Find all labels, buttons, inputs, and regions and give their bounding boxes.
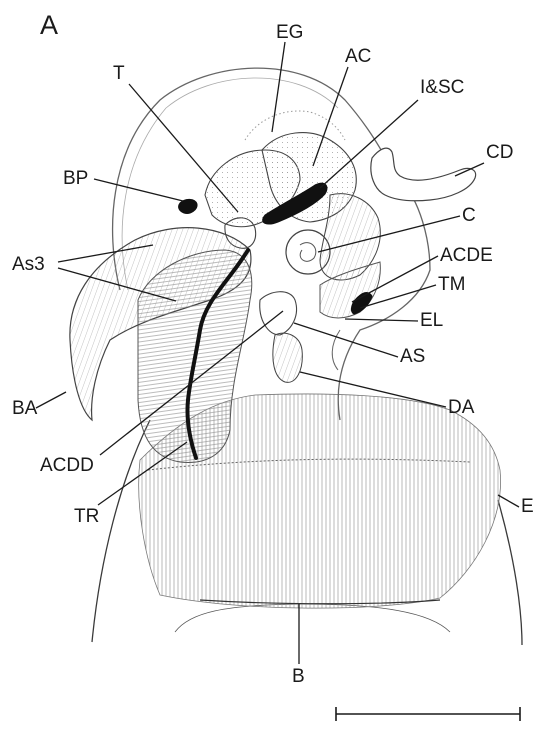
leader-eg: [272, 42, 285, 132]
label-as: AS: [400, 346, 425, 367]
label-ac: AC: [345, 46, 371, 67]
label-da: DA: [448, 397, 475, 418]
label-eg: EG: [276, 22, 303, 43]
label-as3: As3: [12, 254, 45, 275]
coil-inner: [300, 243, 316, 262]
leader-ba: [36, 392, 66, 408]
label-isc: I&SC: [420, 77, 464, 98]
leader-bp: [94, 179, 183, 201]
label-c: C: [462, 205, 476, 226]
label-cd: CD: [486, 142, 513, 163]
label-tr: TR: [74, 506, 99, 527]
label-bp: BP: [63, 168, 88, 189]
label-b: B: [292, 666, 305, 687]
label-tm: TM: [438, 274, 465, 295]
panel-label: A: [40, 10, 58, 40]
leader-e: [498, 495, 519, 507]
label-el: EL: [420, 310, 443, 331]
leader-t: [129, 84, 238, 212]
scale-bar: [336, 707, 520, 721]
label-ba: BA: [12, 398, 38, 419]
da-disc: [273, 333, 302, 382]
as-stalk: [260, 292, 297, 335]
bp-plate: [179, 199, 197, 213]
label-acdd: ACDD: [40, 455, 94, 476]
label-acde: ACDE: [440, 245, 493, 266]
label-e: E: [521, 496, 534, 517]
leader-as: [294, 323, 398, 357]
label-t: T: [113, 63, 125, 84]
